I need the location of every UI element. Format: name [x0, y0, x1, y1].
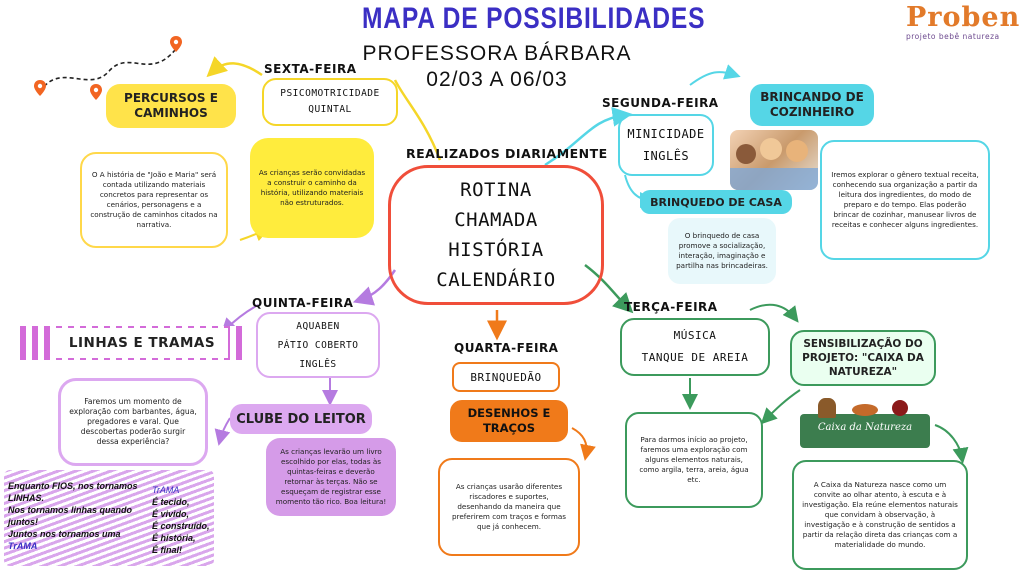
percursos-title: PERCURSOS E CAMINHOS: [106, 84, 236, 128]
cozinheiro-text: Iremos explorar o gênero textual receita…: [831, 170, 979, 229]
clube-text-box: As crianças levarão um livro escolhido p…: [266, 438, 396, 516]
terca-activities-box: MÚSICA TANQUE DE AREIA: [620, 318, 770, 376]
poem-line: É tecido,: [152, 497, 190, 507]
map-pin-icon: [34, 80, 46, 96]
map-pin-icon: [90, 84, 102, 100]
poem-line: É final!: [152, 545, 183, 555]
cozinheiro-text-box: Iremos explorar o gênero textual receita…: [820, 140, 990, 260]
linhas-text: Faremos um momento de exploração com bar…: [69, 397, 197, 446]
map-pin-icon: [170, 36, 182, 52]
center-box: ROTINA CHAMADA HISTÓRIA CALENDÁRIO: [388, 165, 604, 305]
desenhos-title-text: DESENHOS E TRAÇOS: [467, 406, 551, 435]
clube-title-text: CLUBE DO LEITOR: [236, 411, 366, 427]
caixa-label: Caixa da Natureza: [817, 422, 913, 433]
terca-day-label: TERÇA-FEIRA: [624, 300, 718, 314]
desenhos-text-box: As crianças usarão diferentes riscadores…: [438, 458, 580, 556]
quarta-activity-box: BRINQUEDÃO: [452, 362, 560, 392]
segunda-activity: MINICIDADE: [627, 127, 705, 141]
children-cooking-photo: [730, 130, 818, 190]
poem-line-trama: TrAMA: [8, 541, 38, 551]
brinquedo-title-text: BRINQUEDO DE CASA: [650, 195, 782, 209]
terca-activity: TANQUE DE AREIA: [641, 351, 749, 364]
cozinheiro-title-text: BRINCANDO DE COZINHEIRO: [760, 90, 864, 119]
percursos-text-box: O A história de "João e Maria" será cont…: [80, 152, 228, 248]
segunda-activity: INGLÊS: [642, 149, 690, 163]
poem-line: Enquanto FIOS, nos tornamos: [8, 481, 138, 491]
percursos-title-text: PERCURSOS E CAMINHOS: [124, 91, 218, 120]
linhas-title-text: LINHAS E TRAMAS: [68, 335, 216, 351]
teacher-name: PROFESSORA BÁRBARA: [362, 42, 632, 65]
quinta-activities-box: AQUABEN PÁTIO COBERTO INGLÊS: [256, 312, 380, 378]
quinta-activity: PÁTIO COBERTO: [277, 339, 359, 351]
cozinheiro-title: BRINCANDO DE COZINHEIRO: [750, 84, 874, 126]
poem-line: juntos!: [8, 517, 38, 527]
caixa-natureza-illustration: Caixa da Natureza: [800, 398, 930, 448]
proben-logo: Proben projeto bebê natureza: [906, 2, 1021, 48]
logo-name: Proben: [906, 2, 1021, 33]
poem-line: É história,: [152, 533, 196, 543]
quarta-activity: BRINQUEDÃO: [470, 370, 542, 384]
sexta-text-box: As crianças serão convidadas a construir…: [250, 138, 374, 238]
poem-right: TrAMA É tecido, É vivido, É construído, …: [152, 484, 222, 556]
poem-line: Juntos nos tornamos uma: [8, 529, 121, 539]
page-title: MAPA DE POSSIBILIDADES: [362, 2, 706, 35]
quinta-activity: AQUABEN: [296, 320, 340, 332]
clube-title: CLUBE DO LEITOR: [230, 404, 372, 434]
poem-line: LINHAS.: [8, 493, 44, 503]
projeto-title: SENSIBILIZAÇÃO DO PROJETO: "CAIXA DA NAT…: [790, 330, 936, 386]
brinquedo-text-box: O brinquedo de casa promove a socializaç…: [668, 218, 776, 284]
clube-text: As crianças levarão um livro escolhido p…: [275, 447, 387, 506]
projeto-text: A Caixa da Natureza nasce como um convit…: [802, 480, 958, 549]
linhas-text-box: Faremos um momento de exploração com bar…: [58, 378, 208, 466]
desenhos-title: DESENHOS E TRAÇOS: [450, 400, 568, 442]
sexta-activity: PSICOMOTRICIDADE: [280, 88, 380, 99]
segunda-activities-box: MINICIDADE INGLÊS: [618, 114, 714, 176]
terca-activity: MÚSICA: [673, 329, 717, 342]
percursos-text: O A história de "João e Maria" será cont…: [90, 170, 218, 229]
poem-line: Nos tornamos linhas quando: [8, 505, 133, 515]
terca-text: Para darmos início ao projeto, faremos u…: [639, 435, 749, 484]
sexta-text: As crianças serão convidadas a construir…: [258, 168, 366, 207]
quinta-day-label: QUINTA-FEIRA: [252, 296, 354, 310]
poem-scribble-bg: [4, 470, 214, 566]
center-item-historia: HISTÓRIA: [448, 239, 544, 261]
logo-tagline: projeto bebê natureza: [906, 32, 1000, 41]
quinta-activity: INGLÊS: [299, 358, 337, 370]
date-range: 02/03 A 06/03: [426, 68, 568, 91]
linhas-title: LINHAS E TRAMAS: [56, 328, 228, 358]
sexta-day-label: SEXTA-FEIRA: [264, 62, 357, 76]
sexta-activities-box: PSICOMOTRICIDADE QUINTAL: [262, 78, 398, 126]
quarta-day-label: QUARTA-FEIRA: [454, 341, 559, 355]
poem-line: É vivido,: [152, 509, 190, 519]
desenhos-text: As crianças usarão diferentes riscadores…: [452, 482, 566, 531]
projeto-text-box: A Caixa da Natureza nasce como um convit…: [792, 460, 968, 570]
poem-left: Enquanto FIOS, nos tornamos LINHAS. Nos …: [8, 480, 158, 552]
segunda-day-label: SEGUNDA-FEIRA: [602, 96, 719, 110]
center-item-rotina: ROTINA: [460, 179, 532, 201]
terca-text-box: Para darmos início ao projeto, faremos u…: [625, 412, 763, 508]
center-item-calendario: CALENDÁRIO: [436, 269, 556, 291]
center-label: REALIZADOS DIARIAMENTE: [406, 146, 608, 161]
projeto-title-text: SENSIBILIZAÇÃO DO PROJETO: "CAIXA DA NAT…: [802, 338, 924, 378]
brinquedo-title: BRINQUEDO DE CASA: [640, 190, 792, 214]
brinquedo-text: O brinquedo de casa promove a socializaç…: [676, 231, 768, 270]
poem-line-trama: TrAMA: [152, 485, 180, 495]
sexta-activity: QUINTAL: [308, 104, 352, 115]
center-item-chamada: CHAMADA: [454, 209, 538, 231]
poem-line: É construído,: [152, 521, 210, 531]
